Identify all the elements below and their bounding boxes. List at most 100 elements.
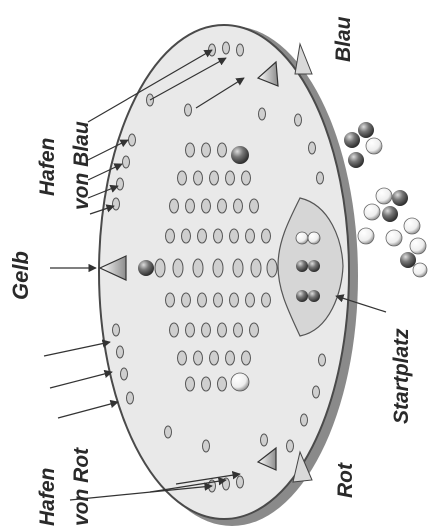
marble-icon	[348, 152, 364, 168]
marble-icon	[308, 260, 320, 272]
board-hole	[194, 351, 203, 365]
board-hole	[123, 156, 130, 168]
board-hole	[234, 323, 243, 337]
marble-icon	[392, 190, 408, 206]
board-hole	[202, 143, 211, 157]
label-gelb: Gelb	[8, 251, 33, 300]
marble-icon	[366, 138, 382, 154]
board-hole	[186, 143, 195, 157]
board-hole	[202, 199, 211, 213]
board-hole	[262, 293, 271, 307]
board-hole	[319, 354, 326, 366]
board-hole	[214, 293, 223, 307]
marble-icon	[296, 290, 308, 302]
board-hole	[242, 171, 251, 185]
board-hole	[193, 259, 203, 277]
board-hole	[267, 259, 277, 277]
arrow-icon	[50, 372, 112, 388]
board-hole	[295, 114, 302, 126]
marble-icon	[364, 204, 380, 220]
board-hole	[117, 178, 124, 190]
board-hole	[242, 351, 251, 365]
board-hole	[261, 434, 268, 446]
marble-icon	[344, 132, 360, 148]
board-hole	[213, 259, 223, 277]
board-hole	[317, 172, 324, 184]
marble-icon	[382, 206, 398, 222]
label-hafen-rot-2: von Rot	[70, 447, 93, 526]
board-hole	[237, 44, 244, 56]
board-hole	[309, 142, 316, 154]
board-hole	[250, 199, 259, 213]
board-hole	[155, 259, 165, 277]
board-hole	[186, 377, 195, 391]
label-rot: Rot	[334, 462, 357, 498]
board-hole	[218, 199, 227, 213]
board-hole	[166, 293, 175, 307]
board-hole	[165, 426, 172, 438]
board-hole	[246, 293, 255, 307]
marble-icon	[400, 252, 416, 268]
marble-icon	[308, 232, 320, 244]
board-hole	[173, 259, 183, 277]
board-hole	[166, 229, 175, 243]
marble-icon	[410, 238, 426, 254]
label-blau: Blau	[332, 16, 355, 62]
board-hole	[301, 414, 308, 426]
board-hole	[251, 259, 261, 277]
board-hole	[178, 171, 187, 185]
board-hole	[186, 323, 195, 337]
board-hole	[234, 199, 243, 213]
board-hole	[182, 293, 191, 307]
board-hole	[262, 229, 271, 243]
board-hole	[198, 229, 207, 243]
marble-icon	[138, 260, 154, 276]
board-hole	[194, 171, 203, 185]
board-hole	[246, 229, 255, 243]
board-hole	[113, 198, 120, 210]
label-hafen-blau-1: Hafen	[36, 138, 59, 196]
marble-icon	[404, 218, 420, 234]
board-hole	[230, 293, 239, 307]
board-hole	[223, 42, 230, 54]
board-hole	[127, 392, 134, 404]
cone-peg-icon-blue-side	[295, 44, 312, 74]
board-hole	[170, 323, 179, 337]
label-hafen-rot-1: Hafen	[36, 468, 59, 526]
board-hole	[121, 368, 128, 380]
board-hole	[226, 351, 235, 365]
board-hole	[198, 293, 207, 307]
marble-icon	[376, 188, 392, 204]
board-hole	[287, 440, 294, 452]
arrow-icon	[44, 342, 110, 356]
label-startplatz: Startplatz	[390, 328, 413, 424]
board-hole	[226, 171, 235, 185]
board-hole	[117, 346, 124, 358]
marble-icon	[358, 122, 374, 138]
label-hafen-blau-2: von Blau	[70, 121, 93, 210]
marble-icon	[358, 228, 374, 244]
marble-icon	[413, 263, 427, 277]
board-hole	[182, 229, 191, 243]
board-hole	[218, 377, 227, 391]
board-hole	[186, 199, 195, 213]
marble-icon	[386, 230, 402, 246]
board-hole	[313, 386, 320, 398]
board-hole	[230, 229, 239, 243]
board-hole	[170, 199, 179, 213]
marble-icon	[296, 260, 308, 272]
board-hole	[237, 476, 244, 488]
marble-icon	[296, 232, 308, 244]
board-hole	[185, 104, 192, 116]
marble-icon	[231, 146, 249, 164]
board-hole	[210, 171, 219, 185]
board-hole	[202, 377, 211, 391]
arrow-icon	[58, 402, 118, 418]
board-hole	[129, 134, 136, 146]
board-hole	[202, 323, 211, 337]
board-hole	[203, 440, 210, 452]
board-hole	[233, 259, 243, 277]
board-hole	[178, 351, 187, 365]
board-hole	[250, 323, 259, 337]
